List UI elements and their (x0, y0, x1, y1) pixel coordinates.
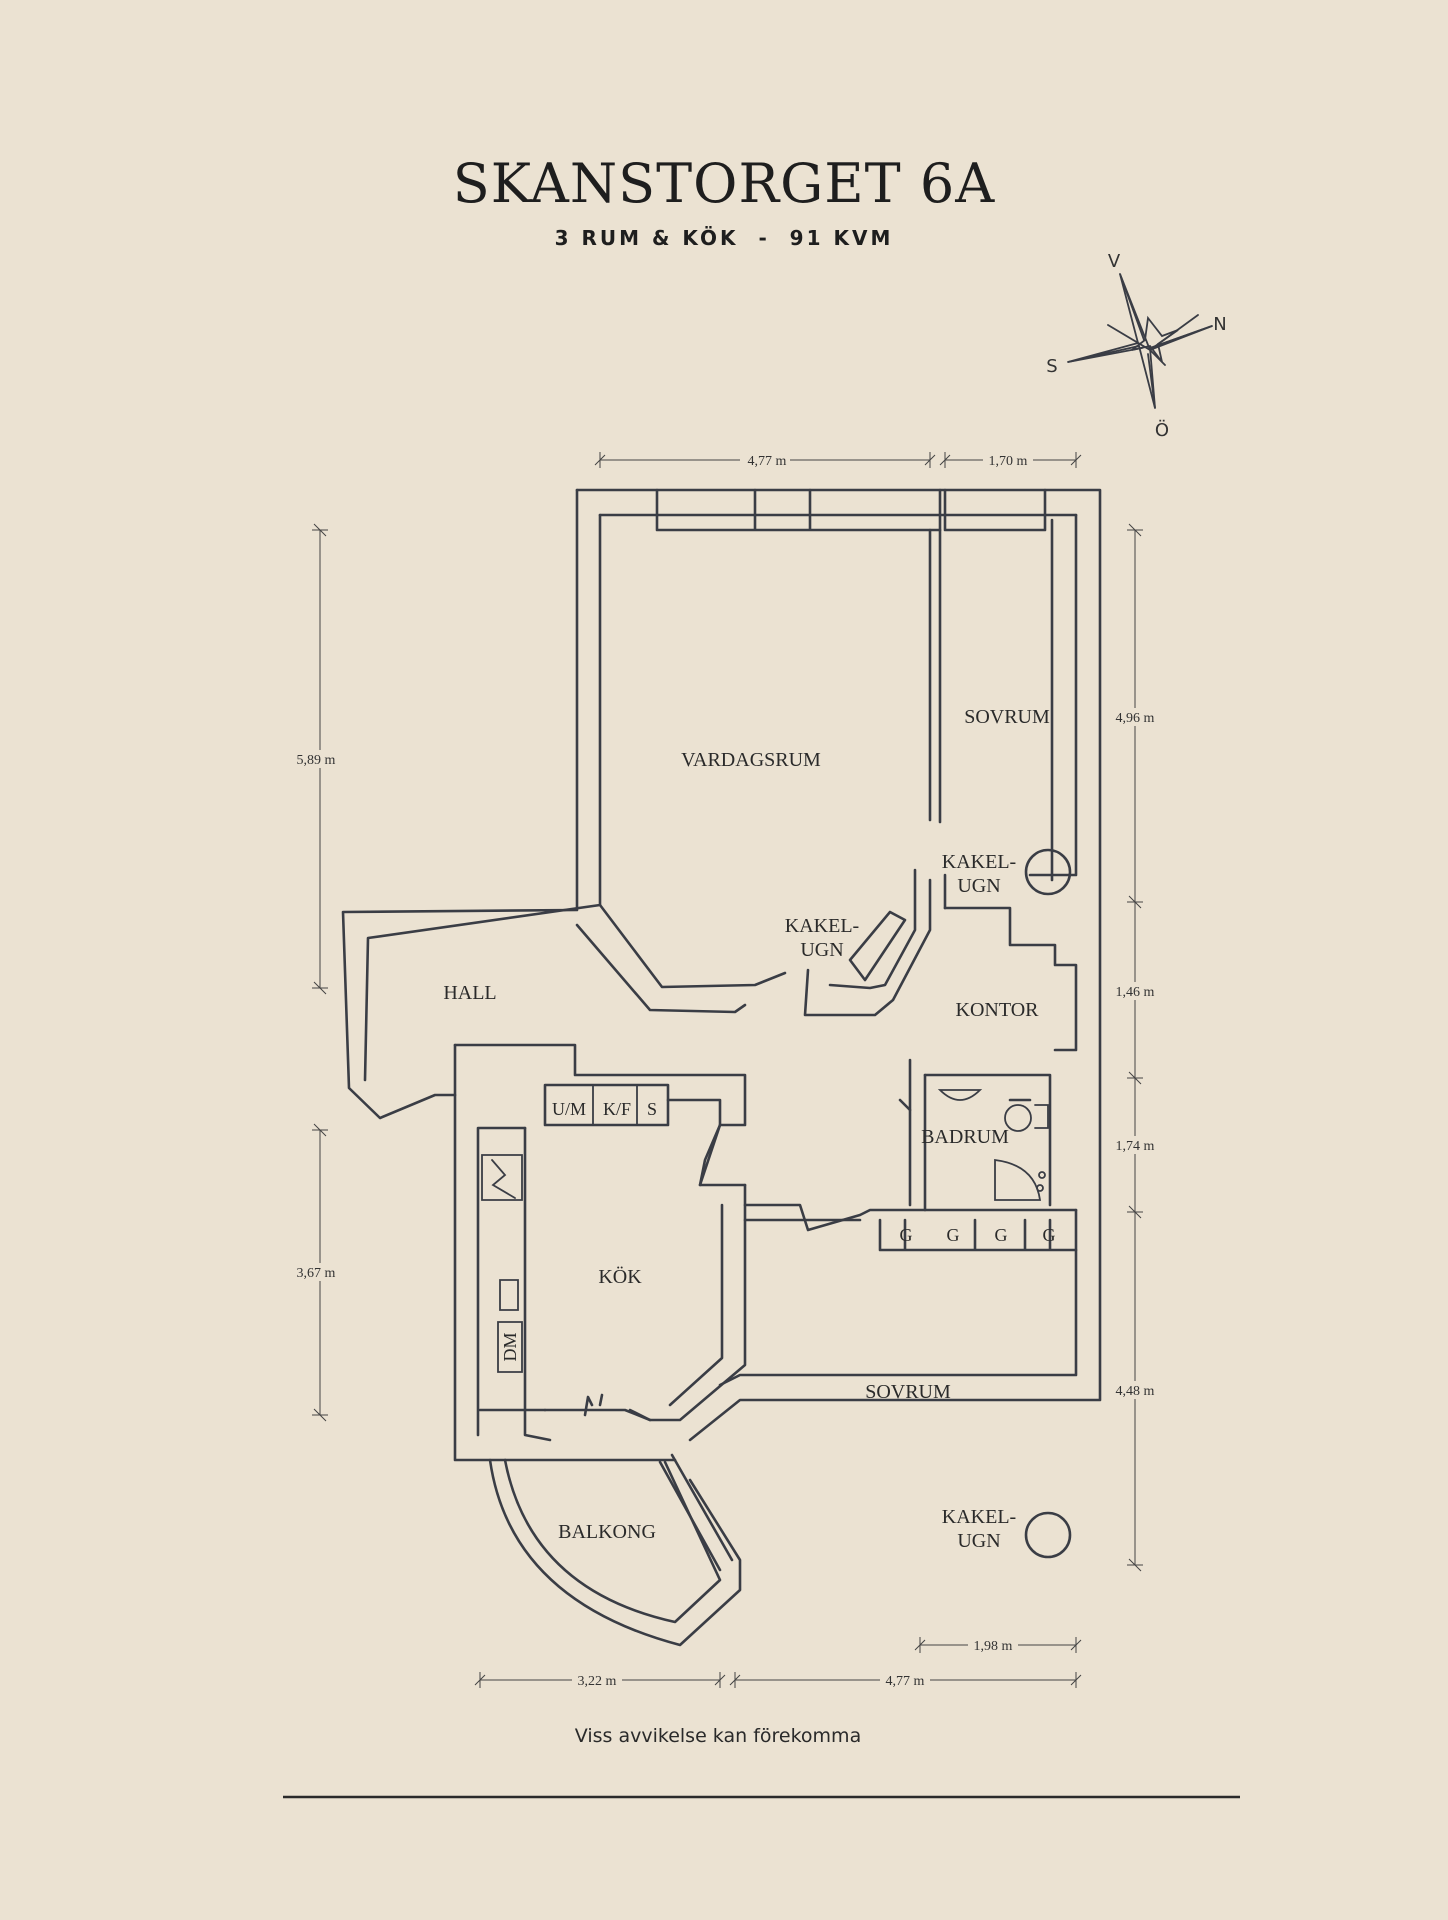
dim-right-3: 1,74 m (1116, 1139, 1155, 1154)
kakelugn-top-line1: KAKEL- (942, 851, 1016, 873)
fixture-g2: G (947, 1225, 960, 1245)
dim-top-left: 4,77 m (748, 454, 787, 469)
room-vardagsrum: VARDAGSRUM (681, 749, 821, 771)
fixture-g3: G (995, 1225, 1008, 1245)
dim-bottom-right-short: 1,98 m (974, 1639, 1013, 1654)
room-sovrum-top: SOVRUM (964, 706, 1050, 728)
dim-left-lower: 3,67 m (297, 1266, 336, 1281)
dim-bottom-left: 3,22 m (578, 1674, 617, 1689)
room-badrum: BADRUM (921, 1126, 1009, 1148)
kakelugn-mid-line1: KAKEL- (785, 915, 859, 937)
fixture-dividers (592, 1084, 638, 1126)
room-sovrum-bottom: SOVRUM (865, 1381, 951, 1403)
compass-north-label: N (1213, 314, 1226, 335)
dim-right-4: 4,48 m (1116, 1384, 1155, 1399)
kakelugn-bottom-line2: UGN (957, 1530, 1000, 1552)
page-title: SKANSTORGET 6A (453, 152, 995, 215)
dim-right-1: 4,96 m (1116, 711, 1155, 726)
fixture-um: U/M (552, 1099, 586, 1119)
room-hall: HALL (443, 982, 496, 1004)
walls (341, 488, 1102, 1647)
fixture-g1: G (900, 1225, 913, 1245)
compass-south-label: S (1046, 356, 1057, 377)
room-kok: KÖK (598, 1265, 642, 1288)
kakelugn-mid-line2: UGN (800, 939, 843, 961)
fixture-kf: K/F (603, 1099, 631, 1119)
kakelugn-bottom-line1: KAKEL- (942, 1506, 1016, 1528)
dim-top-right: 1,70 m (989, 454, 1028, 469)
dim-right-2: 1,46 m (1116, 985, 1155, 1000)
fixture-g4: G (1043, 1225, 1056, 1245)
compass-east-label: Ö (1155, 419, 1169, 441)
room-kontor: KONTOR (956, 999, 1040, 1021)
compass-west-label: V (1108, 251, 1121, 272)
dim-left-upper: 5,89 m (297, 753, 336, 768)
fixture-s: S (647, 1099, 657, 1119)
room-balkong: BALKONG (558, 1521, 656, 1543)
disclaimer-note: Viss avvikelse kan förekomma (575, 1725, 861, 1747)
dimension-lines (312, 452, 1143, 1688)
dim-bottom-right: 4,77 m (886, 1674, 925, 1689)
kakelugn-top-line2: UGN (957, 875, 1000, 897)
fixture-dm: DM (500, 1332, 520, 1361)
compass-rose-icon (1067, 273, 1213, 409)
page-subtitle: 3 RUM & KÖK - 91 KVM (555, 226, 894, 250)
